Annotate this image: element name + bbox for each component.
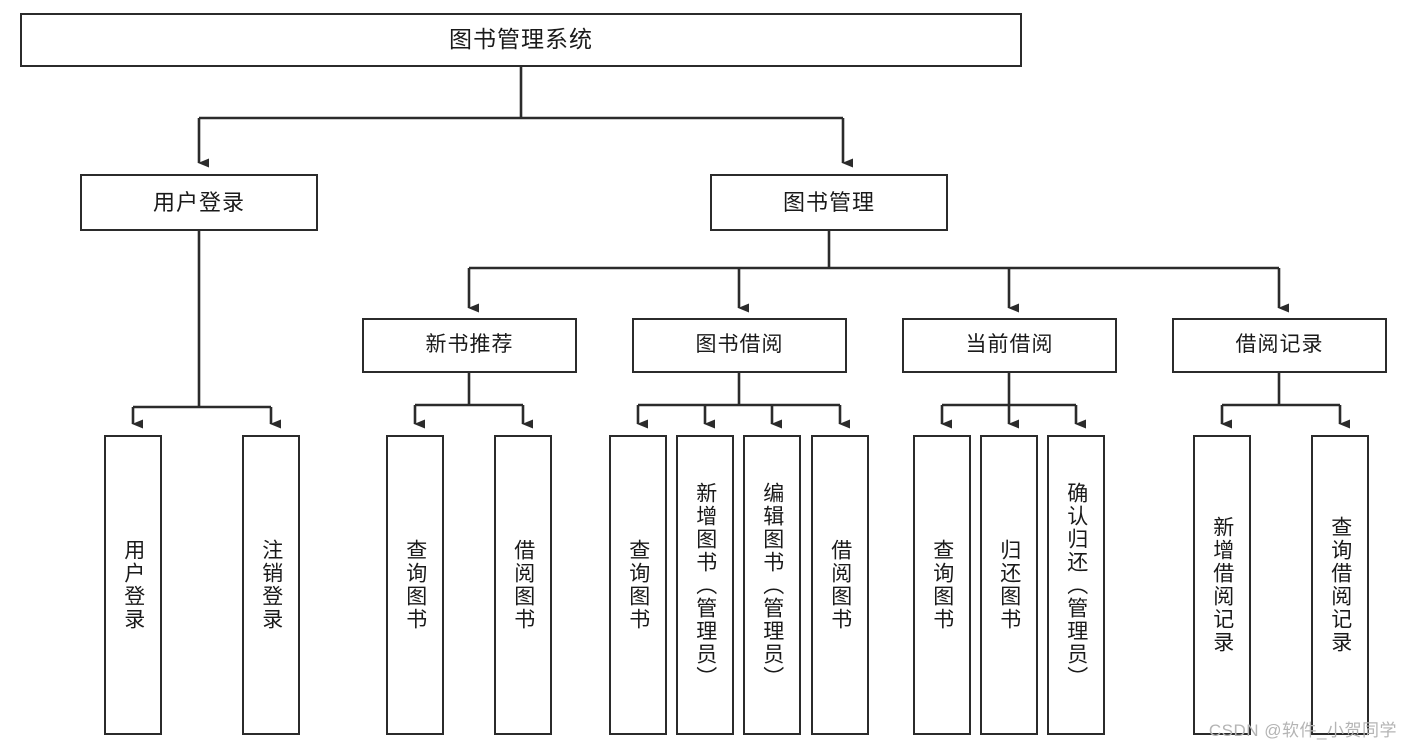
node-leaf-borrow-edit-book-admin[interactable]: 编辑图书（管理员）: [743, 435, 801, 735]
node-leaf-borrow-query-book[interactable]: 查询图书: [609, 435, 667, 735]
node-label: 借阅图书: [828, 539, 852, 631]
node-root-library-system[interactable]: 图书管理系统: [20, 13, 1022, 67]
node-label: 图书管理系统: [449, 26, 593, 53]
node-label: 借阅记录: [1235, 333, 1324, 357]
node-label: 新增借阅记录: [1210, 516, 1234, 654]
node-leaf-record-add-record[interactable]: 新增借阅记录: [1193, 435, 1251, 735]
node-leaf-current-return-book[interactable]: 归还图书: [980, 435, 1038, 735]
node-label: 查询借阅记录: [1328, 516, 1352, 654]
node-book-borrow[interactable]: 图书借阅: [632, 318, 847, 373]
node-label: 图书借阅: [695, 333, 784, 357]
node-label: 查询图书: [403, 539, 427, 631]
node-label: 当前借阅: [965, 333, 1054, 357]
node-leaf-user-login-login[interactable]: 用户登录: [104, 435, 162, 735]
node-label: 注销登录: [259, 539, 283, 631]
node-current-borrow[interactable]: 当前借阅: [902, 318, 1117, 373]
node-label: 查询图书: [626, 539, 650, 631]
node-label: 图书管理: [782, 189, 875, 215]
node-leaf-current-confirm-return-admin[interactable]: 确认归还（管理员）: [1047, 435, 1105, 735]
node-label: 借阅图书: [511, 539, 535, 631]
node-leaf-borrow-borrow-book[interactable]: 借阅图书: [811, 435, 869, 735]
node-leaf-borrow-add-book-admin[interactable]: 新增图书（管理员）: [676, 435, 734, 735]
node-book-management[interactable]: 图书管理: [710, 174, 948, 231]
node-borrow-record[interactable]: 借阅记录: [1172, 318, 1387, 373]
node-label: 归还图书: [997, 539, 1021, 631]
node-leaf-newbook-query-book[interactable]: 查询图书: [386, 435, 444, 735]
node-label: 用户登录: [121, 539, 145, 631]
node-leaf-user-login-logout[interactable]: 注销登录: [242, 435, 300, 735]
node-label: 确认归还（管理员）: [1064, 481, 1088, 689]
node-label: 编辑图书（管理员）: [760, 481, 784, 689]
node-new-book-recommend[interactable]: 新书推荐: [362, 318, 577, 373]
node-label: 新增图书（管理员）: [693, 481, 717, 689]
node-leaf-record-query-record[interactable]: 查询借阅记录: [1311, 435, 1369, 735]
node-leaf-newbook-borrow-book[interactable]: 借阅图书: [494, 435, 552, 735]
node-label: 查询图书: [930, 539, 954, 631]
node-label: 新书推荐: [425, 333, 514, 357]
node-user-login[interactable]: 用户登录: [80, 174, 318, 231]
node-label: 用户登录: [152, 189, 245, 215]
node-leaf-current-query-book[interactable]: 查询图书: [913, 435, 971, 735]
